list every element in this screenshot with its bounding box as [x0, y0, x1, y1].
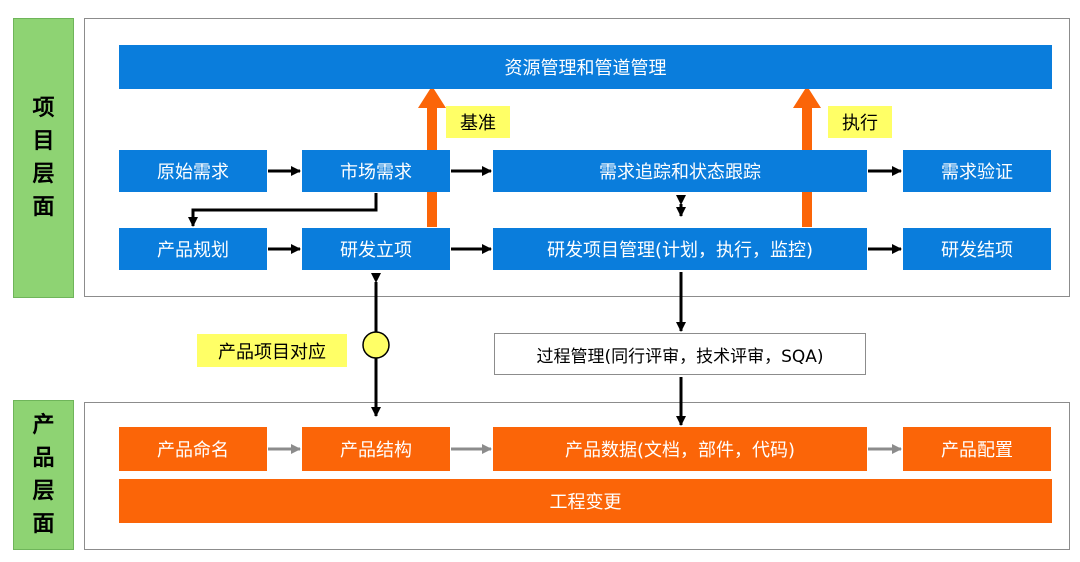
requirement-tracking-box[interactable]: 需求追踪和状态跟踪	[493, 150, 867, 192]
project-level-char: 层	[32, 162, 55, 187]
product-level-char: 品	[32, 446, 55, 471]
execute-label: 执行	[828, 106, 892, 138]
product-project-mapping-label: 产品项目对应	[197, 334, 347, 367]
rd-initiation-box[interactable]: 研发立项	[302, 228, 450, 270]
product-panel	[84, 402, 1070, 550]
rd-closure-box[interactable]: 研发结项	[903, 228, 1051, 270]
market-requirement-box[interactable]: 市场需求	[302, 150, 450, 192]
product-level-char: 层	[32, 479, 55, 504]
process-management-box[interactable]: 过程管理(同行评审，技术评审，SQA)	[494, 333, 866, 375]
product-planning-box[interactable]: 产品规划	[119, 228, 267, 270]
resource-management-box[interactable]: 资源管理和管道管理	[119, 45, 1052, 89]
original-requirement-box[interactable]: 原始需求	[119, 150, 267, 192]
requirement-verification-box[interactable]: 需求验证	[903, 150, 1051, 192]
project-level-char: 项	[32, 96, 55, 121]
project-level-label: 项 目 层 面	[13, 18, 74, 298]
rd-project-management-box[interactable]: 研发项目管理(计划，执行，监控)	[493, 228, 867, 270]
execute-arrow-head	[793, 86, 821, 108]
product-level-char: 面	[32, 512, 55, 537]
product-naming-box[interactable]: 产品命名	[119, 427, 267, 471]
product-data-box[interactable]: 产品数据(文档，部件，代码)	[493, 427, 867, 471]
mapping-node	[362, 331, 390, 359]
product-level-label: 产 品 层 面	[13, 400, 74, 550]
baseline-arrow-head	[418, 86, 446, 108]
project-level-char: 目	[32, 129, 55, 154]
arrow-market-to-planning	[188, 193, 378, 227]
product-structure-box[interactable]: 产品结构	[302, 427, 450, 471]
product-level-char: 产	[32, 413, 55, 438]
baseline-label: 基准	[446, 106, 510, 138]
project-level-char: 面	[32, 195, 55, 220]
engineering-change-box[interactable]: 工程变更	[119, 479, 1052, 523]
product-configuration-box[interactable]: 产品配置	[903, 427, 1051, 471]
